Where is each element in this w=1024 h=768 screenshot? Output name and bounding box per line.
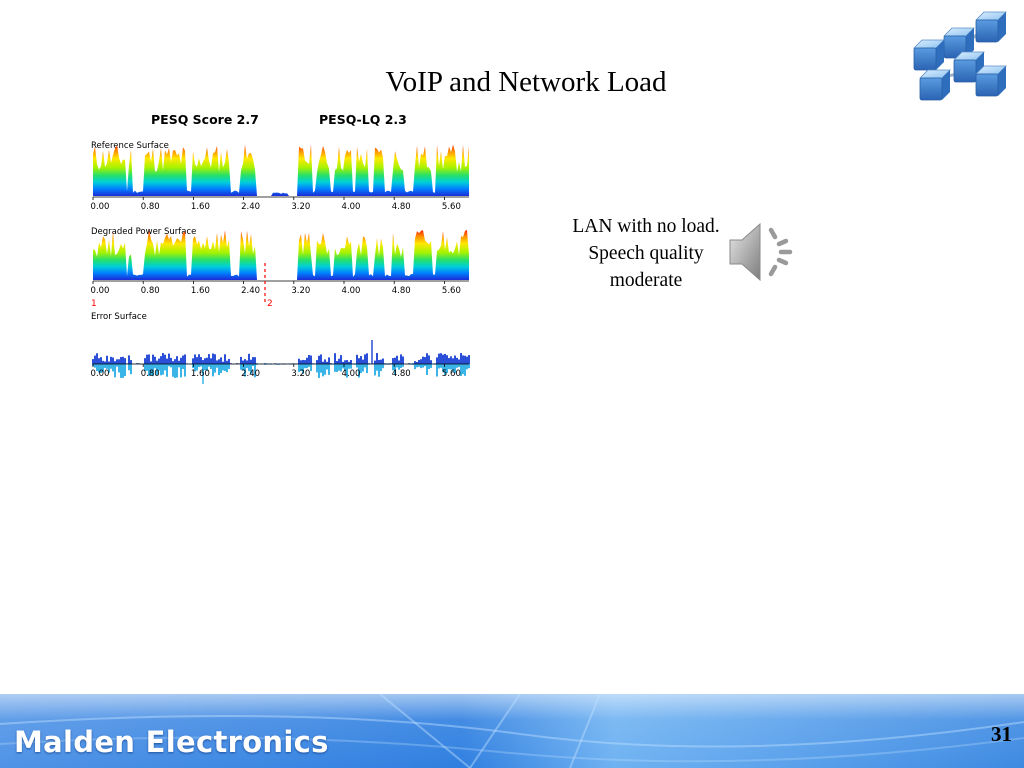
caption-line-1: LAN with no load. [572,216,720,237]
degraded-surface-label: Degraded Power Surface [91,227,196,237]
tick-label: 2.40 [241,369,260,379]
degraded-surface-plot [93,230,469,280]
caption-line-2: Speech quality [588,243,704,264]
segment-marker-1: 1 [91,299,97,309]
pesq-surface-figure: PESQ Score 2.7 PESQ-LQ 2.3 Reference Sur… [91,112,470,384]
reference-axis: 0.00 0.80 1.60 2.40 3.20 4.00 4.80 5.60 [91,196,469,212]
tick-label: 5.60 [442,369,461,379]
tick-label: 0.80 [141,369,160,379]
tick-label: 4.00 [342,202,361,212]
pesq-lq-label: PESQ-LQ 2.3 [319,112,407,127]
tick-label: 0.80 [141,286,160,296]
degraded-axis: 0.00 0.80 1.60 2.40 3.20 4.00 4.80 5.60 [91,280,469,296]
tick-label: 4.80 [392,202,411,212]
tick-label: 5.60 [442,202,461,212]
tick-label: 2.40 [241,286,260,296]
tick-label: 2.40 [241,202,260,212]
reference-surface-label: Reference Surface [91,141,169,151]
tick-label: 4.00 [342,286,361,296]
speaker-icon[interactable] [727,218,799,286]
segment-marker-2: 2 [267,299,273,309]
tick-label: 1.60 [191,369,210,379]
pesq-score-label: PESQ Score 2.7 [151,112,259,127]
network-cubes-icon [913,11,1007,101]
footer-banner [0,694,1024,768]
tick-label: 3.20 [291,202,310,212]
tick-label: 3.20 [291,369,310,379]
tick-label: 1.60 [191,202,210,212]
page-number: 31 [991,722,1012,746]
caption-line-3: moderate [609,270,683,291]
error-axis: 0.00 0.80 1.60 2.40 3.20 4.00 4.80 5.60 [91,363,469,379]
tick-label: 0.00 [91,369,110,379]
slide-title: VoIP and Network Load [385,66,667,98]
tick-label: 4.80 [392,369,411,379]
tick-label: 0.80 [141,202,160,212]
brand-name: Malden Electronics [14,725,329,759]
caption: LAN with no load. Speech quality moderat… [548,213,744,294]
tick-label: 4.80 [392,286,411,296]
error-surface-label: Error Surface [91,312,147,322]
tick-label: 0.00 [91,202,110,212]
tick-label: 4.00 [342,369,361,379]
reference-surface-plot [93,144,469,196]
tick-label: 3.20 [291,286,310,296]
tick-label: 5.60 [442,286,461,296]
tick-label: 0.00 [91,286,110,296]
tick-label: 1.60 [191,286,210,296]
